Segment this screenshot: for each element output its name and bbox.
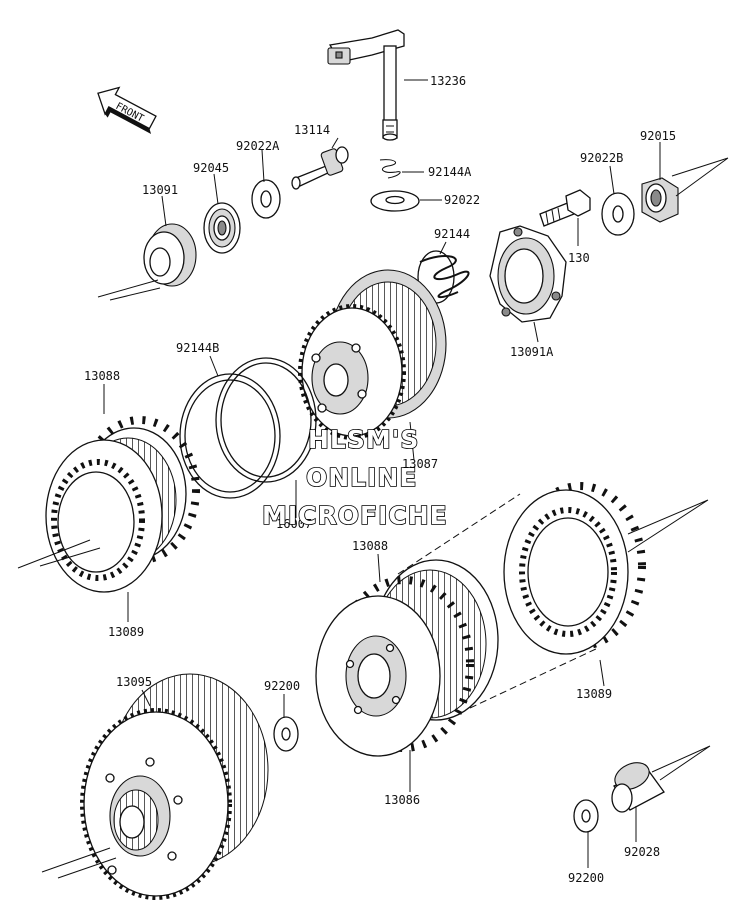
label-13095: 13095 xyxy=(116,675,152,689)
part-92022A-washer xyxy=(251,179,281,219)
label-92022: 92022 xyxy=(444,193,480,207)
part-16007-ring xyxy=(215,357,317,483)
axis-line-right-plates xyxy=(627,499,709,553)
part-13091A-pressure-plate xyxy=(489,225,567,323)
label-92200-middle: 92200 xyxy=(264,679,300,693)
label-13236: 13236 xyxy=(430,74,466,88)
label-16007: 16007 xyxy=(276,517,312,531)
part-92200-washer-middle xyxy=(273,716,299,752)
label-13089-right: 13089 xyxy=(576,687,612,701)
label-13088-right: 13088 xyxy=(352,539,388,553)
watermark-line-3: MICROFICHE xyxy=(262,501,448,530)
part-13091-collar xyxy=(143,223,197,287)
watermark-line-1: HLSM'S xyxy=(308,425,419,454)
axis-line-left-collar xyxy=(97,279,161,301)
label-13087: 13087 xyxy=(402,457,438,471)
part-13236-shift-rod xyxy=(327,29,405,141)
label-92028: 92028 xyxy=(624,845,660,859)
watermark-line-2: ONLINE xyxy=(306,463,417,492)
axis-line-left-plates xyxy=(17,539,101,569)
part-13089-steel-plate-left xyxy=(45,439,163,593)
label-13088-left: 13088 xyxy=(84,369,120,383)
part-labels: 13236 13114 92022A 92045 13091 92144A 92… xyxy=(84,74,676,885)
label-92144: 92144 xyxy=(434,227,470,241)
part-13087-clutch-hub xyxy=(298,269,447,440)
label-92045: 92045 xyxy=(193,161,229,175)
label-92144A: 92144A xyxy=(428,165,472,179)
label-13089-left: 13089 xyxy=(108,625,144,639)
part-13114-pushrod xyxy=(291,146,349,190)
part-13089-steel-plate-right xyxy=(503,482,646,655)
label-13114: 13114 xyxy=(294,123,330,137)
part-92200-washer-bottom xyxy=(573,799,599,833)
label-92022A: 92022A xyxy=(236,139,280,153)
plate-stack-outline xyxy=(397,493,599,709)
part-130-bolt xyxy=(539,189,591,227)
leader-lines xyxy=(103,79,661,868)
part-92022B-washer xyxy=(601,192,635,236)
axis-line-sleeve xyxy=(651,745,711,781)
label-130: 130 xyxy=(568,251,590,265)
label-92200-bottom: 92200 xyxy=(568,871,604,885)
label-13091: 13091 xyxy=(142,183,178,197)
part-92144B-ring xyxy=(179,373,281,499)
part-92015-nut xyxy=(641,177,679,223)
label-92015: 92015 xyxy=(640,129,676,143)
part-13086-clutch-inner xyxy=(315,576,474,757)
part-92028-sleeve xyxy=(611,762,665,813)
axis-line-basket xyxy=(41,847,117,879)
part-92045-bearing xyxy=(203,202,241,254)
front-arrow-icon: FRONT xyxy=(97,86,157,134)
label-13091A: 13091A xyxy=(510,345,554,359)
part-92144A-spring xyxy=(379,159,401,179)
label-92144B: 92144B xyxy=(176,341,219,355)
part-92022-washer xyxy=(370,190,420,212)
label-92022B: 92022B xyxy=(580,151,623,165)
axis-line-right-nut xyxy=(671,157,729,197)
watermark: HLSM'S ONLINE MICROFICHE xyxy=(261,424,448,531)
part-13095-clutch-basket xyxy=(80,673,269,900)
label-13086: 13086 xyxy=(384,793,420,807)
